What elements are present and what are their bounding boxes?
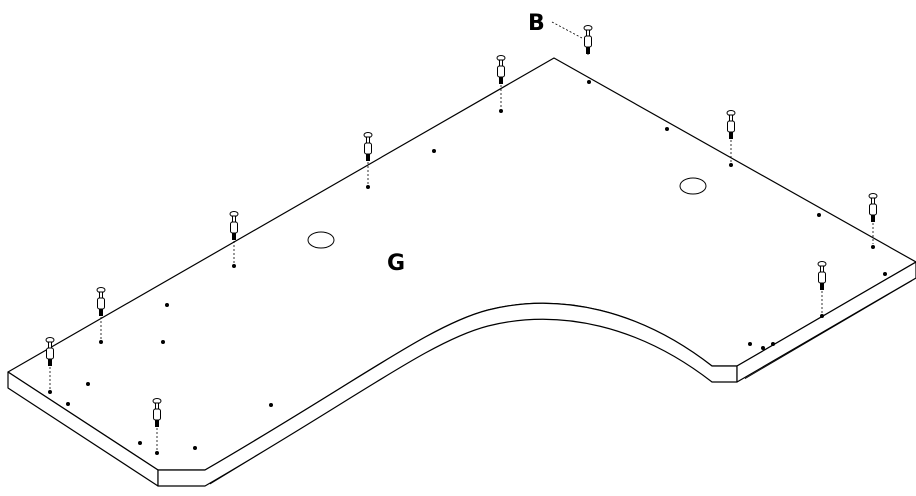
cam-bolt <box>45 337 55 394</box>
callout-g: G <box>387 251 405 276</box>
cam-bolt-hole <box>871 245 875 249</box>
cam-bolt-neck <box>99 291 103 299</box>
cam-bolt-thread <box>871 215 875 222</box>
pre-drilled-hole <box>665 127 669 131</box>
pre-drilled-hole <box>193 446 197 450</box>
pre-drilled-hole <box>587 80 591 84</box>
callout-b-leader <box>551 21 583 39</box>
callout-b: B <box>528 11 583 39</box>
cam-bolt <box>726 110 736 167</box>
pre-drilled-hole <box>269 403 273 407</box>
cam-bolt-hole <box>729 163 733 167</box>
pre-drilled-hole <box>761 346 765 350</box>
desk-board-panel <box>7 57 916 487</box>
cable-holes <box>307 177 707 249</box>
cam-bolt-thread <box>232 233 236 240</box>
pre-drilled-hole <box>66 402 70 406</box>
cam-bolt <box>363 132 373 189</box>
pre-drilled-holes <box>66 80 887 450</box>
cam-bolt-neck <box>820 265 824 273</box>
cable-hole-right <box>679 177 707 195</box>
cam-bolt <box>496 55 506 113</box>
cam-bolt-hole <box>499 109 503 113</box>
cam-bolt <box>817 261 827 318</box>
pre-drilled-hole <box>138 441 142 445</box>
callout-g-label: G <box>387 251 405 276</box>
cam-bolt-thread <box>48 359 52 366</box>
cam-bolt-body <box>153 408 161 421</box>
cam-bolt-body <box>97 297 105 310</box>
cam-bolt-hole <box>232 264 236 268</box>
cam-bolt-neck <box>232 215 236 223</box>
cam-bolt <box>152 398 162 455</box>
pre-drilled-hole <box>165 303 169 307</box>
cam-bolt-thread <box>366 154 370 161</box>
pre-drilled-hole <box>161 340 165 344</box>
cam-bolt-thread <box>729 132 733 139</box>
cam-bolt-body <box>46 347 54 360</box>
cam-bolt-neck <box>586 29 590 37</box>
pre-drilled-hole <box>883 272 887 276</box>
cam-bolt-body <box>727 120 735 133</box>
cam-bolt-neck <box>155 402 159 410</box>
cam-bolt-neck <box>499 59 503 67</box>
pre-drilled-hole <box>748 342 752 346</box>
cam-bolt <box>96 287 106 344</box>
cam-bolt-body <box>230 221 238 234</box>
cam-bolt <box>229 211 239 268</box>
cam-bolt-neck <box>48 341 52 349</box>
cam-bolt-body <box>584 35 592 48</box>
cam-bolt <box>583 25 593 55</box>
callout-b-label: B <box>528 11 545 36</box>
cam-bolt-body <box>364 142 372 155</box>
cam-bolt-hole <box>366 185 370 189</box>
cam-bolts <box>45 25 878 455</box>
cam-bolt-hole <box>48 390 52 394</box>
board-right-end-face <box>736 261 916 383</box>
board-top-face <box>7 57 916 471</box>
cam-bolt-body <box>818 271 826 284</box>
cam-bolt-thread <box>820 283 824 290</box>
cam-bolt-neck <box>729 114 733 122</box>
pre-drilled-hole <box>771 342 775 346</box>
cable-hole-left <box>307 231 335 249</box>
cam-bolt-body <box>497 65 505 78</box>
cam-bolt-hole <box>155 451 159 455</box>
cam-bolt-neck <box>366 136 370 144</box>
pre-drilled-hole <box>817 213 821 217</box>
pre-drilled-hole <box>432 149 436 153</box>
cam-bolt <box>868 193 878 249</box>
cam-bolt-thread <box>499 77 503 84</box>
cam-bolt-hole <box>820 314 824 318</box>
cam-bolt-thread <box>99 309 103 316</box>
cam-bolt-thread <box>155 420 159 427</box>
cam-bolt-body <box>869 203 877 216</box>
pre-drilled-hole <box>86 382 90 386</box>
cam-bolt-hole <box>99 340 103 344</box>
cam-bolt-neck <box>871 197 875 205</box>
